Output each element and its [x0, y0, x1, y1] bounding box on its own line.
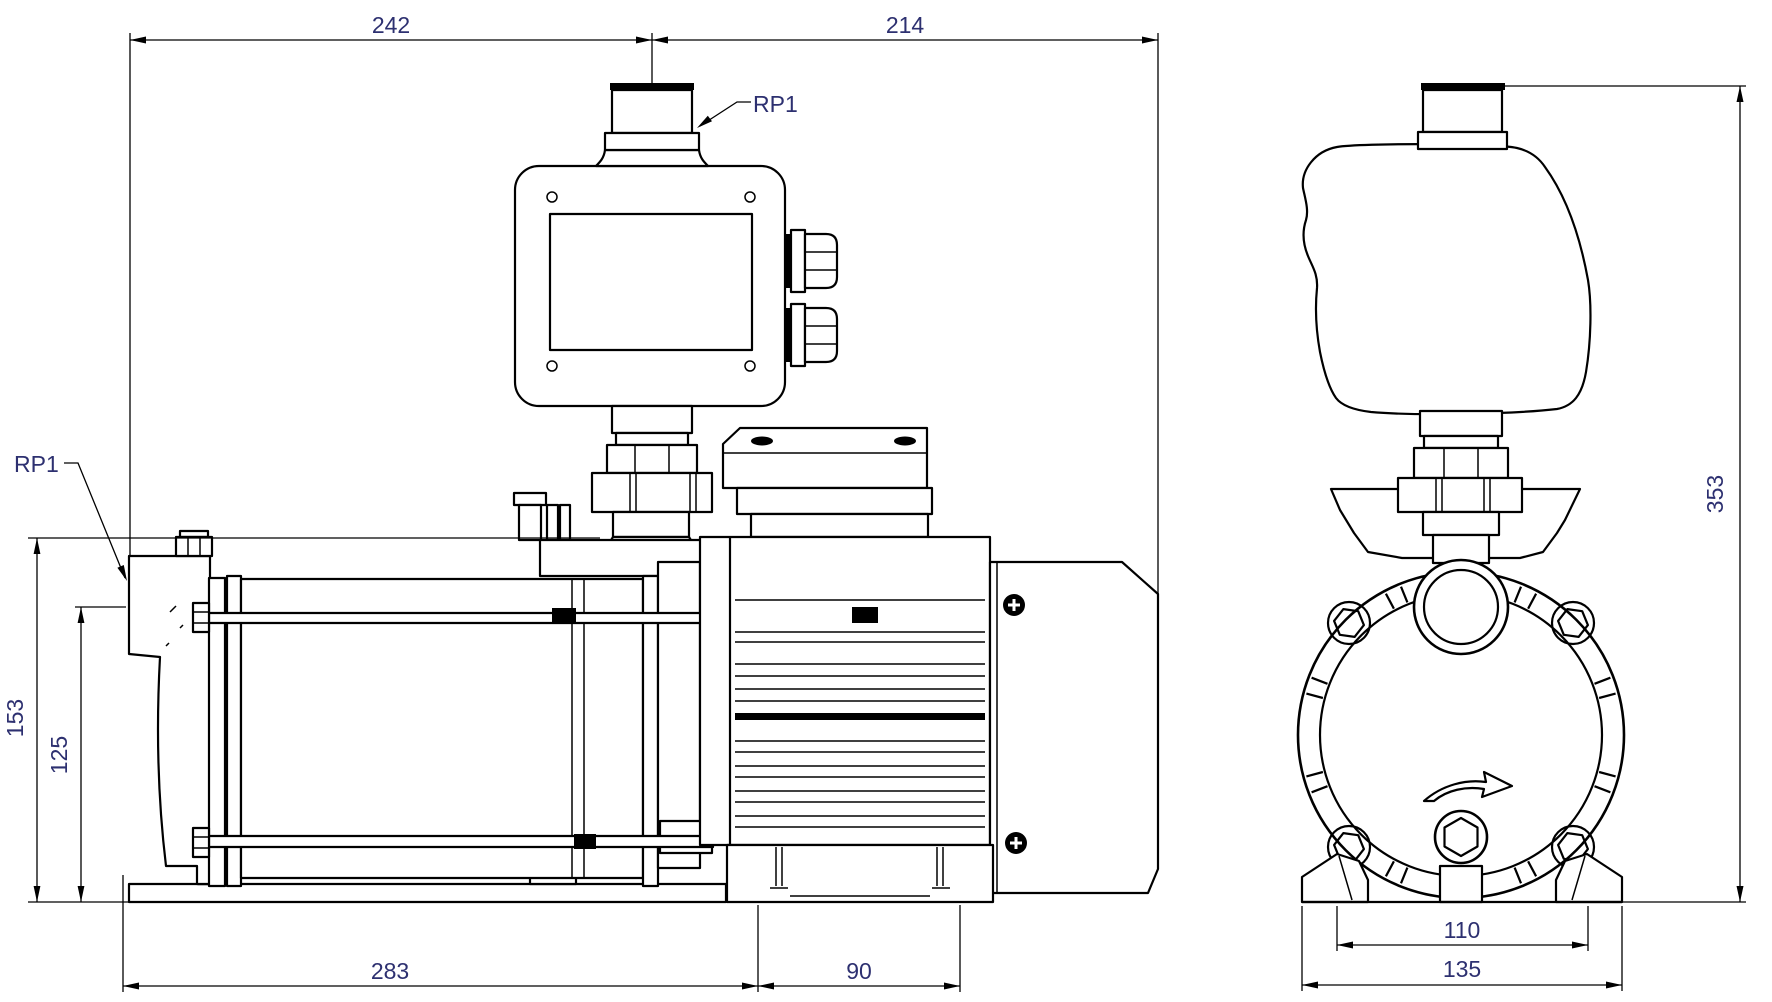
- controller-screw-hole: [546, 191, 558, 203]
- fv-union-nut: [1396, 476, 1524, 514]
- cooling-fins: [735, 599, 985, 828]
- dim-90-label: 90: [846, 958, 872, 984]
- fv-rim-ribs: [1306, 586, 1616, 884]
- end-plate-left: [207, 576, 227, 888]
- pump-sleeve: [239, 577, 645, 880]
- dim-135-label: 135: [1443, 956, 1481, 982]
- dimension-bottom: 283 90: [122, 875, 961, 992]
- terminal-box: [721, 426, 929, 490]
- rp1-discharge-label: RP1: [753, 91, 798, 117]
- pump-body: [127, 529, 733, 904]
- dimension-top: 242 214: [129, 12, 1159, 594]
- controller-screw-hole: [744, 360, 756, 372]
- clamp-nut: [552, 608, 576, 624]
- fv-controller: [1301, 83, 1592, 416]
- port-body: [610, 88, 694, 135]
- terminal-box-screw: [894, 436, 916, 446]
- dim-214-label: 214: [886, 12, 925, 38]
- port-collar: [603, 131, 701, 152]
- controller-screw-hole: [546, 360, 558, 372]
- cable-gland-upper: [784, 228, 839, 294]
- dim-242-label: 242: [372, 12, 410, 38]
- stud-bolt-head: [512, 491, 548, 507]
- fv-controller-body: [1301, 143, 1592, 416]
- motor-body: [698, 535, 992, 847]
- fv-pump-housing: [1296, 558, 1626, 904]
- port-skirt: [594, 148, 710, 168]
- stud-bolt: [517, 503, 543, 542]
- dim-353-label: 353: [1702, 475, 1728, 513]
- cable-gland-lower: [784, 302, 839, 368]
- fv-top-port-outer: [1412, 558, 1510, 656]
- clamp-nut: [574, 834, 596, 849]
- motor: [698, 426, 1160, 904]
- tie-rod-lower: [207, 834, 715, 849]
- inlet-casting: [127, 554, 212, 886]
- rp1-suction-label: RP1: [14, 451, 59, 477]
- fv-port-collar: [1416, 130, 1509, 151]
- controller-box: [513, 164, 839, 408]
- casting-marks: [165, 605, 184, 647]
- dimension-left: 153 125: [2, 537, 600, 903]
- fv-center-support: [1438, 864, 1484, 904]
- controller-screen: [548, 212, 754, 352]
- pump-head: [512, 491, 707, 578]
- motor-clamp-bolt: [852, 607, 878, 623]
- union-coupling: [590, 404, 714, 558]
- dim-110-label: 110: [1444, 917, 1481, 943]
- front-view: 353 110 135: [1296, 83, 1746, 991]
- side-view: 242 214 RP1 RP1 153 125: [2, 12, 1160, 992]
- port-thread-face: [610, 83, 694, 90]
- tie-rod-bolt-heads: [191, 601, 211, 859]
- tie-rod-upper: [207, 611, 715, 625]
- fv-hex-bolts: [1326, 600, 1596, 870]
- rp1-discharge-callout: RP1: [697, 91, 798, 128]
- inlet-top-bolt: [174, 529, 214, 558]
- fv-union: [1329, 409, 1582, 565]
- dim-283-label: 283: [371, 958, 409, 984]
- dim-153-label: 153: [2, 699, 28, 737]
- fv-drain-plug: [1433, 809, 1489, 865]
- fan-cover-screws: [1003, 594, 1027, 854]
- motor-foot: [725, 843, 995, 904]
- dim-125-label: 125: [46, 736, 72, 774]
- rp1-suction-callout: RP1: [14, 451, 127, 581]
- rotation-arrow-icon: [1422, 770, 1514, 803]
- fv-feet: [1300, 852, 1624, 904]
- dimension-feet: 110 135: [1301, 906, 1623, 991]
- controller-screw-hole: [744, 191, 756, 203]
- union-nut: [590, 471, 714, 514]
- dimension-353: 353: [1502, 85, 1746, 903]
- terminal-box-screw: [751, 436, 773, 446]
- fv-port-body: [1421, 88, 1504, 134]
- fv-top-port-inner: [1422, 568, 1500, 646]
- discharge-port: [594, 83, 710, 168]
